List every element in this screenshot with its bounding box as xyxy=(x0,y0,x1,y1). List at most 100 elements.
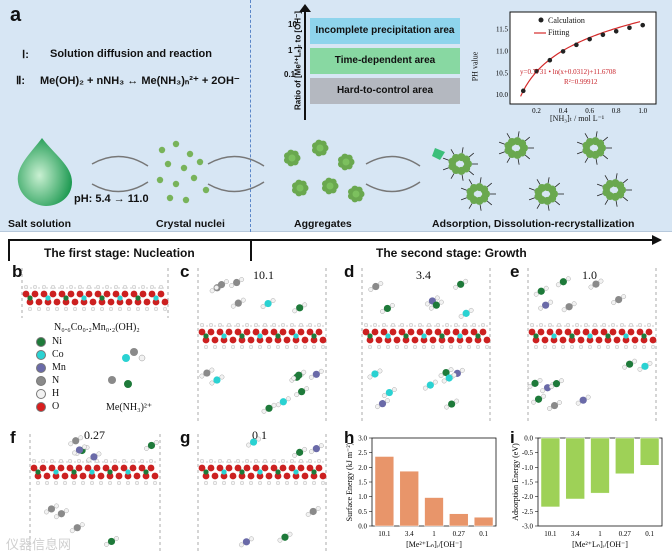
oxygen-atom xyxy=(211,336,219,344)
oxygen-atom xyxy=(229,336,237,344)
oxygen-atom xyxy=(434,328,442,336)
oxygen-atom xyxy=(121,290,129,298)
legend-label: Co xyxy=(52,349,64,360)
complex-center xyxy=(559,278,567,286)
complex-center xyxy=(372,282,380,291)
oxygen-atom xyxy=(80,298,88,306)
oxygen-atom xyxy=(152,298,160,306)
hydrogen-atom xyxy=(90,307,95,312)
complex-ligand xyxy=(463,278,469,284)
crystal-nuclei xyxy=(156,140,210,204)
ph-change: pH: 5.4 → 11.0 xyxy=(74,193,149,205)
bar-ytick: -3.0 xyxy=(522,523,534,531)
complex-center xyxy=(281,533,289,541)
bar-ytick: -1.5 xyxy=(522,479,534,487)
ratio-tick-10: 10 xyxy=(288,20,297,29)
hydrogen-atom xyxy=(108,307,113,312)
bar xyxy=(473,516,494,527)
hydrogen-atom xyxy=(575,323,580,328)
reaction-equation: Me(OH)₂ + nNH₃ ↔ Me(NH₃)ₙ²⁺ + 2OH⁻ xyxy=(40,75,240,87)
complex-ligand xyxy=(239,277,245,282)
oxygen-atom xyxy=(443,328,451,336)
adsorption-arrow xyxy=(584,133,589,139)
hydrogen-atom xyxy=(321,480,326,485)
stage-arrow-head xyxy=(652,235,662,245)
oxygen-atom xyxy=(148,290,156,298)
hydrogen-atom xyxy=(285,480,290,485)
complex-ligand xyxy=(96,451,102,457)
complex-ligand xyxy=(304,386,310,392)
oxygen-atom xyxy=(142,472,150,480)
oxygen-atom xyxy=(161,298,169,306)
nucleus-particle xyxy=(182,196,190,204)
hydrogen-atom xyxy=(208,458,213,463)
bar-ytick: 1.5 xyxy=(358,479,367,487)
ph-ytick: 10.0 xyxy=(496,91,509,99)
adsorption-arrow xyxy=(547,204,550,211)
hydrogen-atom xyxy=(485,344,490,349)
bar-xtick: 0.1 xyxy=(645,530,654,538)
arrow-6 xyxy=(365,181,421,193)
adsorption-arrow xyxy=(602,136,609,142)
hydrogen-atom xyxy=(80,480,85,485)
oxygen-atom xyxy=(35,298,43,306)
hydrogen-atom xyxy=(244,458,249,463)
bar xyxy=(399,470,419,527)
adsorption-clusters xyxy=(442,131,632,211)
legend-o: O xyxy=(36,401,59,412)
oxygen-atom xyxy=(44,298,52,306)
hydrogen-atom xyxy=(449,344,454,349)
hydrogen-atom xyxy=(570,344,575,349)
oxygen-atom xyxy=(265,472,273,480)
stage-tick-left xyxy=(8,239,10,261)
complex-ligand xyxy=(538,305,544,311)
metal-atom xyxy=(551,333,557,339)
complex-ligand xyxy=(199,373,205,379)
metal-atom xyxy=(27,295,33,301)
legend-label: O xyxy=(52,401,60,412)
hydrogen-atom xyxy=(50,458,55,463)
adsorption-caption: Adsorption, Dissolution-recrystallizatio… xyxy=(432,218,635,230)
complex-center xyxy=(296,448,304,456)
complex-ligand xyxy=(64,508,69,514)
hydrogen-atom xyxy=(36,480,41,485)
adsorption-arrow xyxy=(506,157,511,163)
complex-center xyxy=(47,505,56,513)
oxygen-atom xyxy=(198,464,206,472)
complex-center xyxy=(550,401,559,410)
metal-atom xyxy=(275,333,281,339)
oxygen-atom xyxy=(371,328,379,336)
hydrogen-atom xyxy=(239,480,244,485)
nucleus-particle xyxy=(166,194,174,202)
bar-xtick: 0.1 xyxy=(479,530,488,538)
metal-atom xyxy=(81,295,87,301)
bar-ytick: 0.0 xyxy=(358,523,367,531)
bar-ytick: 2.5 xyxy=(358,449,367,457)
hydrogen-atom xyxy=(54,480,59,485)
complex-ligand xyxy=(302,302,308,308)
complex-example-center xyxy=(122,354,130,362)
adsorption-particle xyxy=(548,185,557,194)
metal-atom xyxy=(275,469,281,475)
metal-atom xyxy=(475,333,481,339)
adsorption-arrow xyxy=(442,157,449,161)
bar-ytick: 0.0 xyxy=(524,435,533,443)
oxygen-atom xyxy=(301,336,309,344)
complex-center xyxy=(537,287,545,295)
small-droplet xyxy=(432,148,445,160)
hydrogen-atom xyxy=(107,480,112,485)
adsorption-arrow xyxy=(622,178,629,184)
hydrogen-atom xyxy=(221,480,226,485)
complex-ligand xyxy=(367,374,373,380)
stage2-text: The second stage: Growth xyxy=(376,246,527,260)
complex-ligand xyxy=(256,436,261,442)
oxygen-atom xyxy=(61,472,69,480)
adsorption-arrow xyxy=(498,151,505,155)
oxygen-atom xyxy=(604,336,612,344)
value-e: 1.0 xyxy=(582,268,597,282)
hydrogen-atom xyxy=(45,480,50,485)
bar-ylabel: Surface Energy (kJ m⁻²) xyxy=(345,442,354,521)
bar xyxy=(590,437,610,494)
oxygen-atom xyxy=(53,298,61,306)
